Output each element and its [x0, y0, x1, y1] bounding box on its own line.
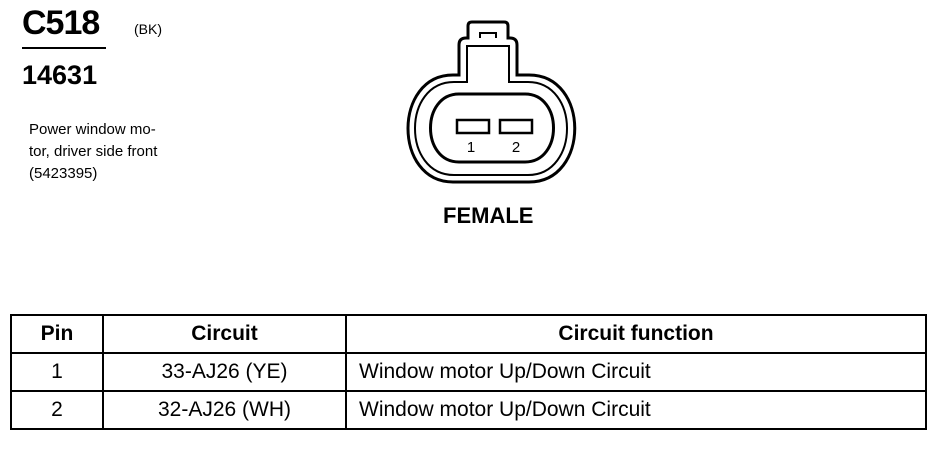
header-circuit-function: Circuit function: [345, 314, 927, 354]
table-row: 1 33-AJ26 (YE) Window motor Up/Down Circ…: [10, 352, 927, 392]
description-line: Power window mo-: [29, 121, 156, 138]
cell-circuit-function: Window motor Up/Down Circuit: [345, 390, 927, 430]
cell-circuit: 32-AJ26 (WH): [102, 390, 347, 430]
header-circuit: Circuit: [102, 314, 347, 354]
connector-housing-outer: [406, 20, 577, 184]
part-number: 14631: [22, 60, 98, 90]
cell-pin: 2: [10, 390, 104, 430]
connector-mating-face: [429, 92, 555, 164]
color-code: (BK): [134, 21, 162, 37]
description-line: (5423395): [29, 165, 98, 182]
header-pin: Pin: [10, 314, 104, 354]
connector-id: C518: [22, 4, 100, 42]
connector-description: Power window mo- tor, driver side front …: [29, 119, 157, 185]
view-label: FEMALE: [443, 203, 534, 228]
description-line: tor, driver side front: [29, 143, 158, 160]
connector-face-diagram: 1 2: [406, 20, 577, 184]
pin-cavity-1: [455, 118, 491, 135]
pin-cavity-2: [498, 118, 534, 135]
connector-housing-inner: [414, 32, 568, 176]
cell-circuit: 33-AJ26 (YE): [102, 352, 347, 392]
title-divider: [22, 47, 106, 49]
cell-circuit-function: Window motor Up/Down Circuit: [345, 352, 927, 392]
pinout-table: Pin Circuit Circuit function 1 33-AJ26 (…: [10, 314, 927, 430]
cell-pin: 1: [10, 352, 104, 392]
pin-label-2: 2: [512, 139, 520, 156]
table-row: 2 32-AJ26 (WH) Window motor Up/Down Circ…: [10, 390, 927, 430]
table-header-row: Pin Circuit Circuit function: [10, 314, 927, 354]
pin-label-1: 1: [467, 139, 475, 156]
